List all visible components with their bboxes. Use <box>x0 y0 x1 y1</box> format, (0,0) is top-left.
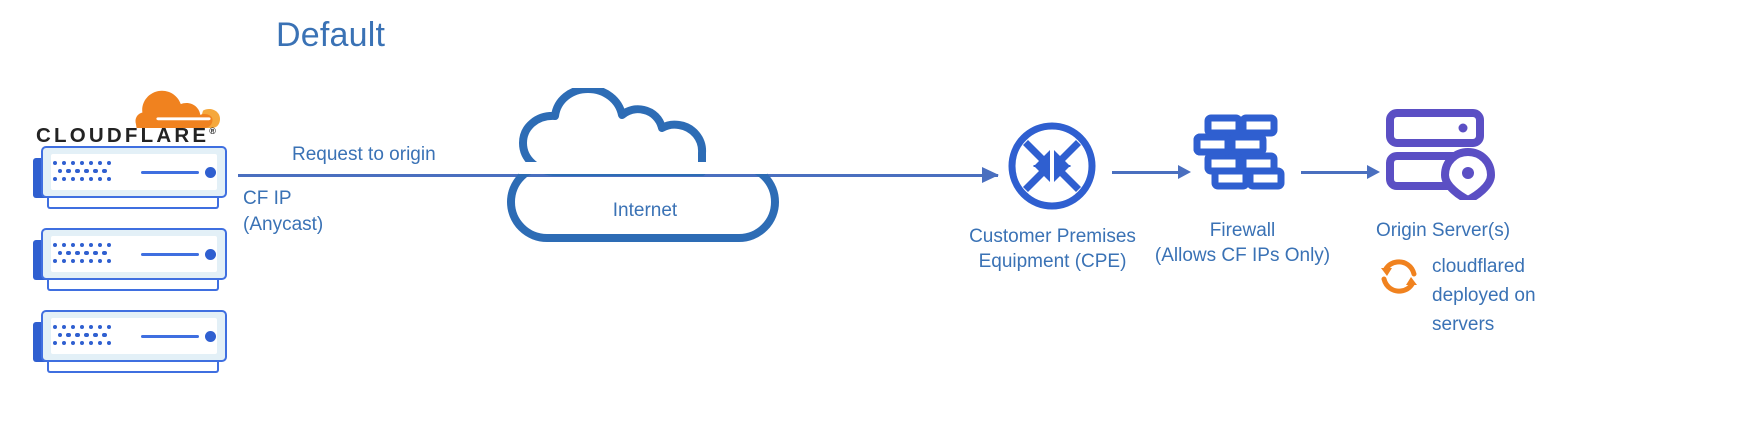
cpe-to-firewall-line <box>1112 171 1180 174</box>
request-flow-arrowhead-icon <box>982 167 999 183</box>
server-base <box>47 198 219 209</box>
origin-server-label: Origin Server(s) <box>1320 218 1566 243</box>
server-status-line <box>141 171 199 174</box>
firewall-to-origin-arrowhead-icon <box>1367 165 1380 179</box>
registered-mark: ® <box>209 126 216 137</box>
cloudflared-note-line-2: deployed on <box>1432 285 1536 306</box>
server-vent-dots <box>53 243 116 267</box>
internet-label: Internet <box>612 200 678 221</box>
cloudflare-wordmark: CLOUDFLARE® <box>36 124 226 148</box>
cloudflare-logo: CLOUDFLARE® <box>36 84 226 148</box>
cpe-to-firewall-arrowhead-icon <box>1178 165 1191 179</box>
server-base <box>47 362 219 373</box>
server-base <box>47 280 219 291</box>
cpe-label-line-2: Equipment (CPE) <box>978 251 1127 272</box>
internet-cloud: Internet <box>505 88 785 243</box>
cf-ip-line-1: CF IP <box>243 188 292 209</box>
wordmark-text: CLOUDFLARE <box>36 124 210 147</box>
firewall-to-origin-line <box>1301 171 1369 174</box>
cloudflared-note-text: cloudflared deployed on servers <box>1432 252 1536 339</box>
server-vent-dots <box>53 325 116 349</box>
server-vent-dots <box>53 161 116 185</box>
firewall-label-line-2: (Allows CF IPs Only) <box>1154 245 1331 266</box>
server-led-icon <box>205 331 216 342</box>
server-led-icon <box>205 249 216 260</box>
request-to-origin-label: Request to origin <box>292 144 436 165</box>
firewall-label-line-1: Firewall <box>1209 220 1276 241</box>
page-title: Default <box>276 16 386 54</box>
cf-ip-label: CF IP (Anycast) <box>243 186 323 238</box>
cpe-label: Customer Premises Equipment (CPE) <box>900 224 1205 274</box>
server-status-line <box>141 253 199 256</box>
server-led-icon <box>205 167 216 178</box>
edge-server-unit <box>33 146 233 212</box>
edge-server-unit <box>33 228 233 294</box>
cf-ip-line-2: (Anycast) <box>243 214 324 235</box>
cloud-icon <box>507 88 779 242</box>
brick-wall-icon <box>1193 114 1285 190</box>
cpe-label-line-1: Customer Premises <box>969 226 1136 247</box>
cloudflared-note-line-1: cloudflared <box>1432 256 1525 277</box>
router-circle-arrows-icon <box>1008 122 1096 210</box>
origin-server-pin-icon <box>1386 109 1495 200</box>
refresh-sync-icon <box>1381 259 1417 294</box>
firewall-label: Firewall (Allows CF IPs Only) <box>1110 218 1375 268</box>
server-status-line <box>141 335 199 338</box>
cloudflared-note-line-3: servers <box>1432 314 1495 335</box>
cloudflare-cloud-logo-icon <box>135 90 220 128</box>
edge-server-unit <box>33 310 233 376</box>
origin-server-label-line-1: Origin Server(s) <box>1375 220 1511 241</box>
